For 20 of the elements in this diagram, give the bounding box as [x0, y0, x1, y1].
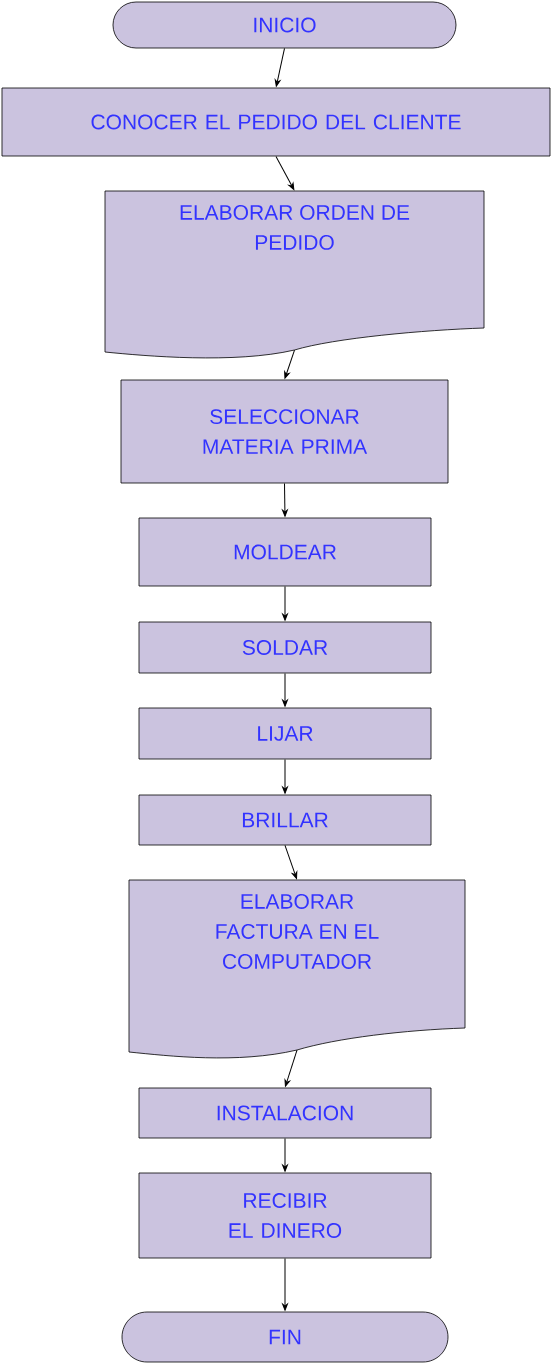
process-box: INSTALACION [138, 1087, 432, 1139]
process-box: LIJAR [138, 707, 432, 760]
arrow [282, 672, 288, 707]
arrow [274, 47, 285, 87]
process-box: MOLDEAR [138, 517, 432, 587]
arrow [282, 482, 288, 517]
process-box: BRILLAR [138, 794, 432, 846]
arrow [282, 585, 288, 621]
process-box: SOLDAR [138, 621, 432, 674]
arrow [275, 155, 295, 191]
process-box: RECIBIR EL DINERO [138, 1172, 432, 1259]
arrow [282, 758, 288, 794]
arrow [282, 1137, 288, 1172]
arrow [282, 1257, 288, 1311]
process-box: SELECCIONAR MATERIA PRIMA [120, 379, 449, 484]
arrow [284, 349, 295, 379]
process-box: CONOCER EL PEDIDO DEL CLIENTE [1, 87, 551, 157]
terminal-oval: FIN [121, 1311, 449, 1363]
arrow [284, 1049, 298, 1087]
arrow [284, 844, 298, 879]
